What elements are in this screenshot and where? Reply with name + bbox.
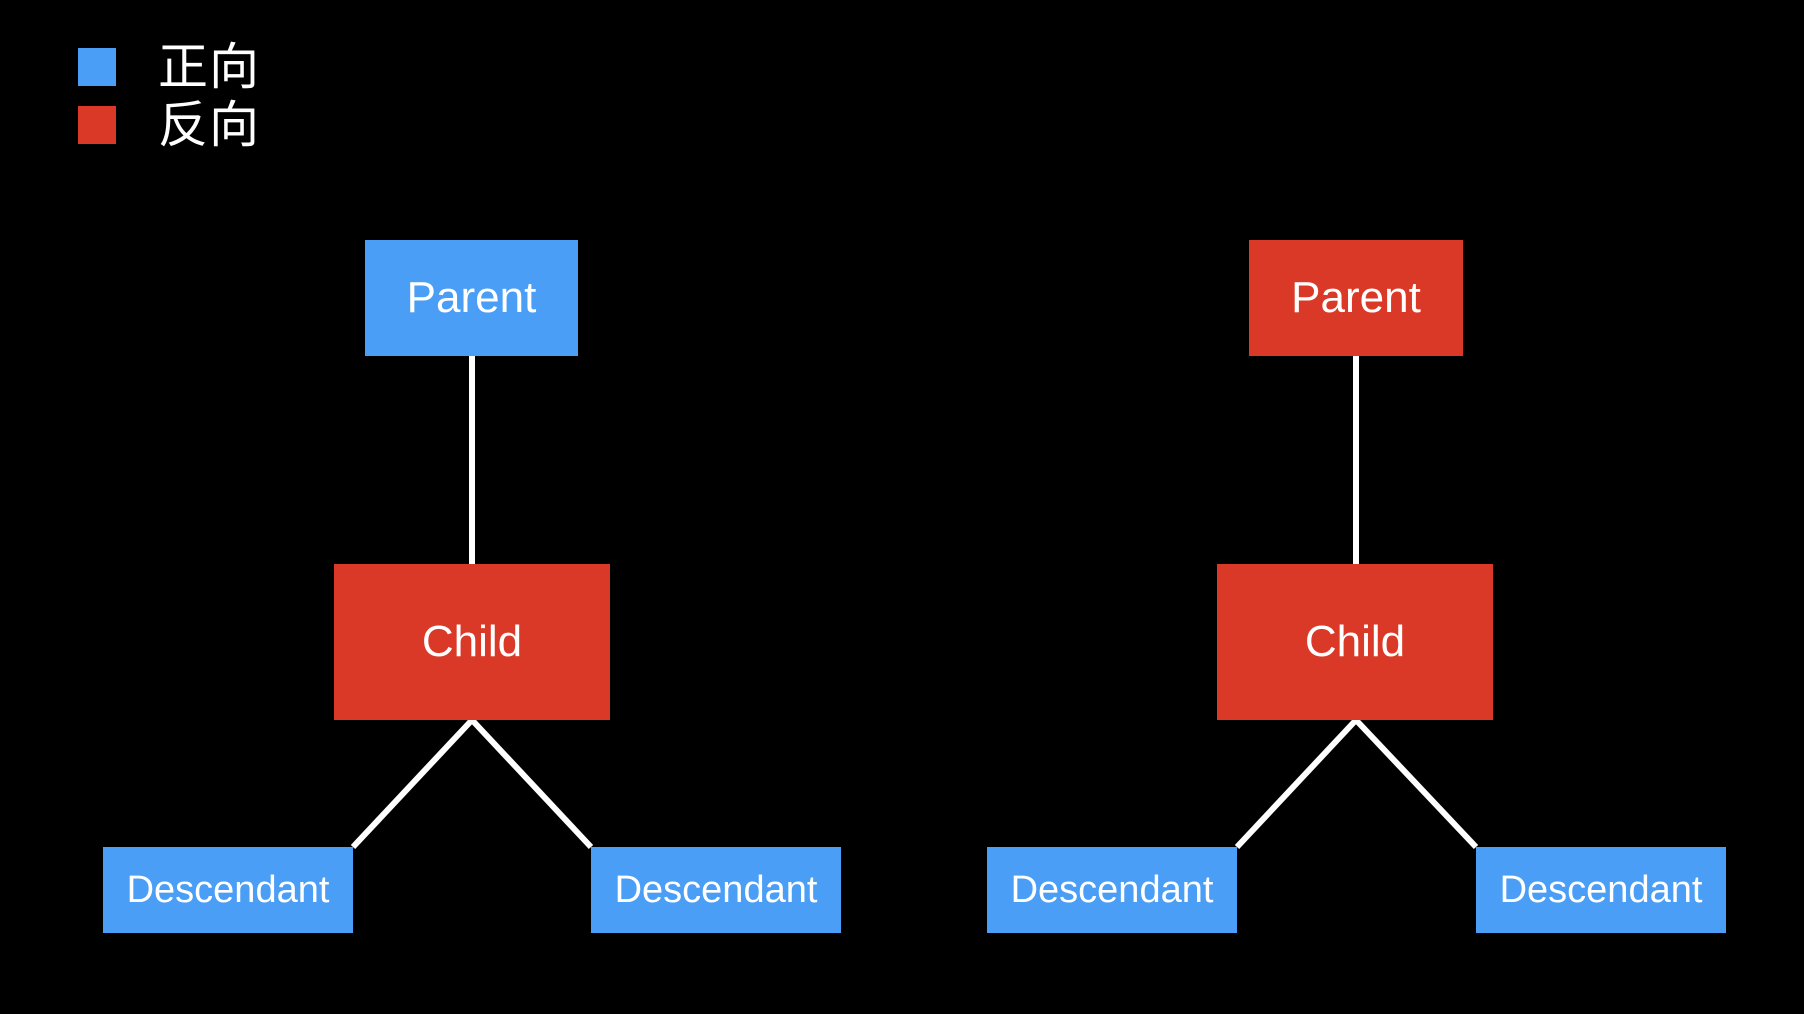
connector-r-child-to-r-desc-1: [1234, 717, 1359, 850]
node-l-desc-1[interactable]: Descendant: [103, 847, 353, 933]
node-r-desc-2[interactable]: Descendant: [1476, 847, 1726, 933]
legend-swatch-forward: [78, 48, 116, 86]
node-label: Child: [421, 617, 523, 666]
node-r-desc-1[interactable]: Descendant: [987, 847, 1237, 933]
node-r-child[interactable]: Child: [1217, 564, 1493, 720]
node-l-child[interactable]: Child: [334, 564, 610, 720]
legend-item-reverse: 反向: [78, 96, 260, 154]
connector-l-child-to-l-desc-1: [350, 717, 475, 850]
node-label: Descendant: [1499, 869, 1703, 911]
node-label: Descendant: [126, 869, 330, 911]
connector-r-child-to-r-desc-2: [1353, 717, 1479, 850]
node-label: Descendant: [614, 869, 818, 911]
legend: 正向 反向: [78, 38, 260, 154]
legend-item-forward: 正向: [78, 38, 260, 96]
node-l-parent[interactable]: Parent: [365, 240, 578, 356]
legend-swatch-reverse: [78, 106, 116, 144]
node-r-parent[interactable]: Parent: [1249, 240, 1463, 356]
connector-l-child-to-l-desc-2: [469, 717, 594, 850]
node-label: Child: [1304, 617, 1406, 666]
node-label: Parent: [406, 273, 537, 322]
legend-label-reverse: 反向: [158, 97, 260, 153]
node-l-desc-2[interactable]: Descendant: [591, 847, 841, 933]
node-label: Descendant: [1010, 869, 1214, 911]
legend-label-forward: 正向: [158, 39, 260, 95]
node-label: Parent: [1291, 273, 1421, 322]
